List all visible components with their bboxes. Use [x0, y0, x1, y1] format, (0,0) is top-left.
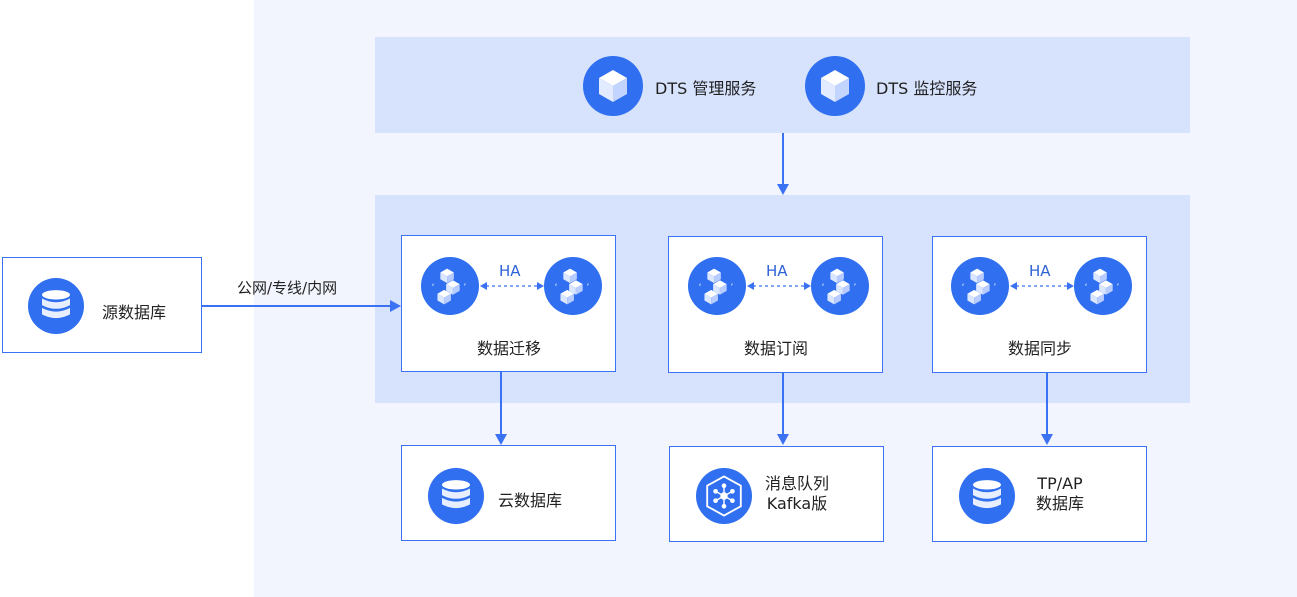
database-icon: [959, 468, 1015, 524]
dts-management-service: [583, 56, 643, 116]
dts-management-label: DTS 管理服务: [655, 79, 757, 98]
migration-label: 数据迁移: [477, 339, 542, 358]
arrow-sync-to-tpap: [1046, 373, 1048, 436]
node-icon: [544, 257, 602, 315]
arrow-services-to-modules: [782, 133, 784, 186]
connection-line: [202, 305, 392, 307]
sync-label: 数据同步: [1008, 339, 1073, 358]
source-database-label: 源数据库: [102, 303, 167, 322]
arrowhead-icon: [777, 434, 789, 445]
node-icon: [1074, 257, 1132, 315]
node-icon: [421, 257, 479, 315]
kafka-label-line1: 消息队列: [764, 474, 829, 493]
cloud-database: [428, 468, 484, 524]
migration-node-left: [421, 257, 479, 315]
kafka-icon: [696, 468, 752, 524]
node-icon: [951, 257, 1009, 315]
dts-monitor-service: [805, 56, 865, 116]
migration-ha-label: HA: [499, 262, 521, 280]
arrow-migration-to-cloud-db: [500, 372, 502, 436]
subscription-node-right: [811, 257, 869, 315]
sync-node-left: [951, 257, 1009, 315]
top-services-band: [375, 37, 1190, 133]
database-icon: [428, 468, 484, 524]
ha-link: [1010, 282, 1074, 290]
arrowhead-icon: [777, 184, 789, 195]
sync-node-right: [1074, 257, 1132, 315]
subscription-node-left: [688, 257, 746, 315]
arrowhead-icon: [390, 300, 401, 312]
cube-icon: [805, 56, 865, 116]
source-database: [28, 278, 84, 334]
ha-link: [747, 282, 811, 290]
dts-monitor-label: DTS 监控服务: [876, 79, 978, 98]
kafka-label-line2: Kafka版: [766, 494, 828, 513]
arrowhead-icon: [1041, 434, 1053, 445]
database-icon: [28, 278, 84, 334]
migration-node-right: [544, 257, 602, 315]
tpap-database: [959, 468, 1015, 524]
cloud-database-label: 云数据库: [498, 491, 563, 510]
tpap-label-line2: 数据库: [1035, 494, 1084, 513]
ha-link: [480, 282, 544, 290]
node-icon: [811, 257, 869, 315]
kafka-queue: [696, 468, 752, 524]
subscription-label: 数据订阅: [744, 339, 809, 358]
arrow-subscription-to-kafka: [782, 373, 784, 436]
tpap-label: TP/AP 数据库: [1022, 474, 1098, 514]
arrowhead-icon: [495, 434, 507, 445]
cube-icon: [583, 56, 643, 116]
node-icon: [688, 257, 746, 315]
kafka-label: 消息队列 Kafka版: [758, 474, 836, 514]
subscription-ha-label: HA: [766, 262, 788, 280]
connection-label: 公网/专线/内网: [237, 279, 338, 297]
sync-ha-label: HA: [1029, 262, 1051, 280]
tpap-label-line1: TP/AP: [1037, 474, 1083, 493]
